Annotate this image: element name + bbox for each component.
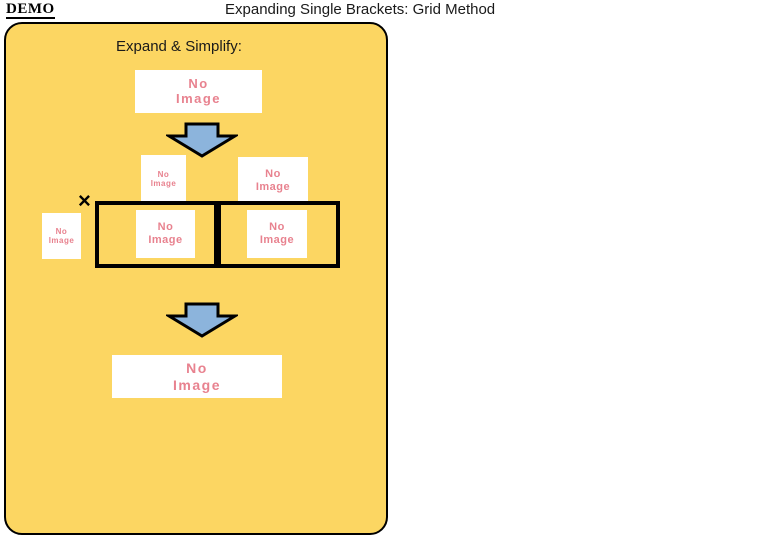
expression-image-placeholder: No Image	[135, 70, 262, 113]
grid-column-header-2-placeholder: No Image	[238, 157, 308, 204]
grid-column-header-1-placeholder: No Image	[141, 155, 186, 203]
placeholder-line-1: No	[186, 360, 208, 377]
placeholder-line-2: Image	[259, 234, 295, 246]
placeholder-line-1: No	[265, 167, 281, 180]
grid-cell-1-placeholder: No Image	[136, 210, 195, 258]
placeholder-line-1: No	[269, 221, 285, 234]
placeholder-line-1: No	[157, 221, 174, 234]
down-arrow-icon-top	[166, 122, 238, 158]
placeholder-line-2: Image	[150, 179, 177, 188]
placeholder-line-1: No	[157, 169, 170, 179]
multiply-symbol: ×	[78, 188, 91, 213]
placeholder-line-2: Image	[48, 236, 75, 245]
page-title: Expanding Single Brackets: Grid Method	[225, 1, 496, 18]
placeholder-line-2: Image	[173, 376, 221, 393]
panel-heading: Expand & Simplify:	[116, 38, 242, 55]
placeholder-line-1: No	[188, 75, 209, 91]
content-panel: Expand & Simplify: No Image × No Image N…	[4, 22, 388, 535]
placeholder-line-2: Image	[148, 234, 183, 246]
placeholder-line-1: No	[55, 226, 68, 236]
placeholder-line-2: Image	[175, 90, 222, 106]
answer-image-placeholder: No Image	[112, 355, 282, 398]
grid-cell-left	[95, 201, 218, 268]
down-arrow-icon-bottom	[166, 302, 238, 338]
grid-cell-2-placeholder: No Image	[247, 210, 307, 258]
grid-cell-right	[217, 201, 340, 268]
grid-row-header-placeholder: No Image	[42, 213, 81, 259]
demo-logo: DEMO	[6, 1, 55, 19]
placeholder-line-2: Image	[255, 180, 291, 193]
